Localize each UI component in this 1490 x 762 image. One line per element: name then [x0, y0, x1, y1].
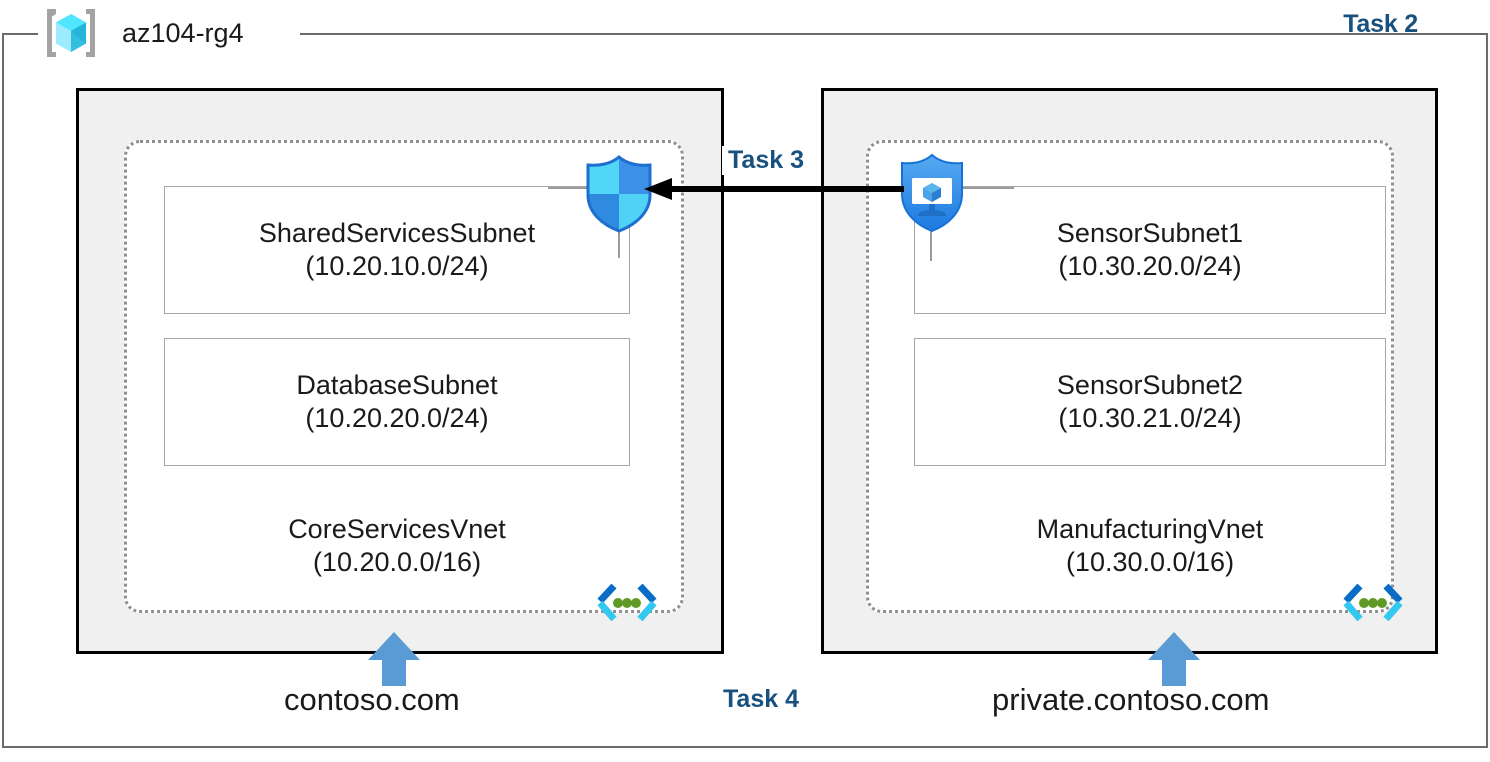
subnet-name: DatabaseSubnet — [296, 370, 498, 401]
resource-group-name: az104-rg4 — [122, 17, 244, 48]
dns-link-arrow-icon — [366, 630, 422, 686]
subnet-box-sharedservicessubnet: SharedServicesSubnet (10.20.10.0/24) — [164, 186, 630, 314]
task-4-label: Task 4 — [723, 685, 799, 713]
vnet-name: ManufacturingVnet — [1036, 514, 1264, 544]
firewall-connector-down — [618, 228, 620, 258]
subnet-box-sensorsubnet2: SensorSubnet2 (10.30.21.0/24) — [914, 338, 1386, 466]
subnet-name: SensorSubnet2 — [1056, 370, 1244, 401]
core-services-vnet-caption: CoreServicesVnet (10.20.0.0/16) — [164, 513, 630, 579]
virtual-network-icon — [1342, 582, 1404, 626]
subnet-cidr: (10.20.20.0/24) — [305, 403, 489, 433]
resource-group-cube-icon — [40, 5, 102, 61]
vnet-cidr: (10.30.0.0/16) — [1065, 546, 1235, 577]
subnet-name: SensorSubnet1 — [1056, 218, 1244, 249]
vnet-name: CoreServicesVnet — [288, 514, 506, 544]
resource-group-header: az104-rg4 — [40, 4, 252, 62]
peering-arrow-icon — [640, 176, 904, 202]
virtual-network-icon — [596, 582, 658, 626]
resource-group-frame-top-right-segment — [300, 33, 1488, 35]
dns-link-arrow-icon — [1146, 630, 1202, 686]
bastion-connector-down — [930, 229, 932, 261]
dns-zone-label-contoso: contoso.com — [284, 682, 460, 717]
subnet-cidr: (10.30.21.0/24) — [1058, 403, 1242, 433]
bastion-shield-icon — [896, 152, 968, 234]
subnet-cidr: (10.20.10.0/24) — [305, 251, 489, 281]
resource-group-frame-top-left-segment — [2, 33, 38, 35]
vnet-cidr: (10.20.0.0/16) — [312, 546, 482, 577]
subnet-cidr: (10.30.20.0/24) — [1058, 251, 1242, 281]
resource-group-frame — [2, 33, 1488, 748]
subnet-box-databasesubnet: DatabaseSubnet (10.20.20.0/24) — [164, 338, 630, 466]
bastion-connector-right — [962, 187, 1014, 189]
task-2-label: Task 2 — [1343, 10, 1418, 38]
firewall-connector-left — [548, 187, 588, 189]
dns-zone-label-private-contoso: private.contoso.com — [992, 682, 1270, 717]
manufacturing-vnet-caption: ManufacturingVnet (10.30.0.0/16) — [914, 513, 1386, 579]
subnet-box-sensorsubnet1: SensorSubnet1 (10.30.20.0/24) — [914, 186, 1386, 314]
firewall-shield-icon — [583, 155, 655, 233]
task-3-label: Task 3 — [722, 146, 810, 175]
subnet-name: SharedServicesSubnet — [258, 218, 536, 249]
